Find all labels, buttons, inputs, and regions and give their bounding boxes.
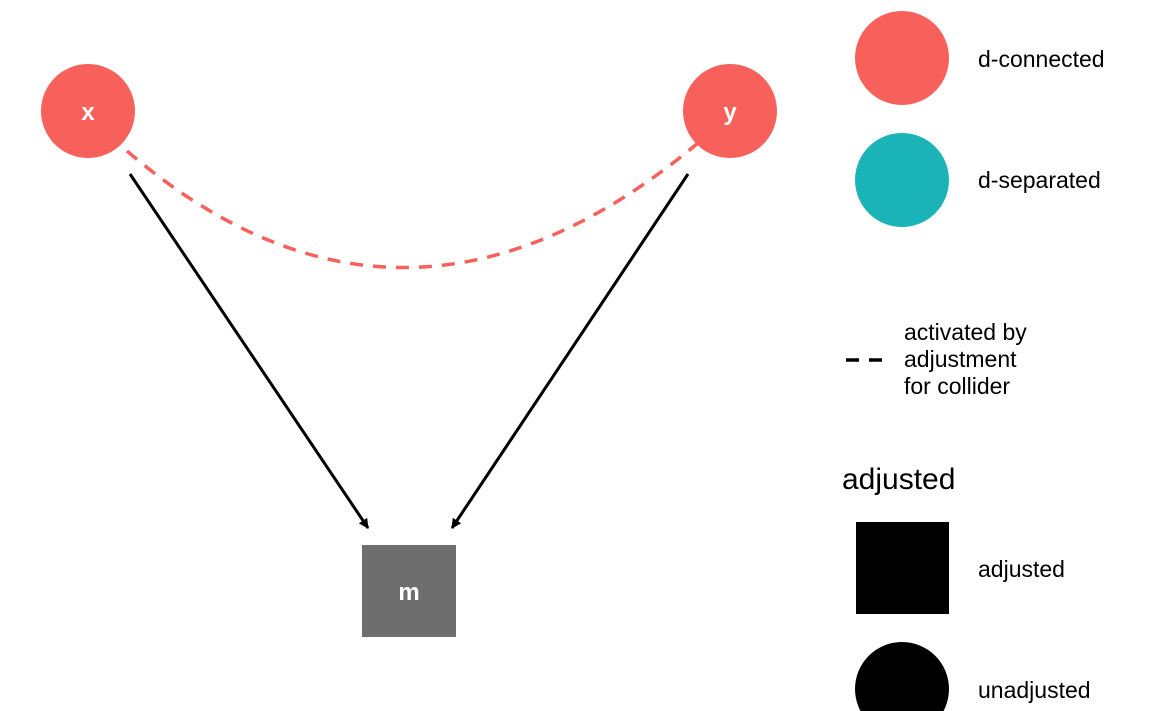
activated-path-x-y — [125, 141, 700, 270]
legend-label-adjusted: adjusted — [978, 556, 1065, 582]
legend-item-adjusted: adjusted — [856, 522, 1065, 614]
legend-label-d-separated: d-separated — [978, 167, 1101, 193]
node-m-square — [362, 545, 456, 637]
node-y: y — [683, 64, 777, 158]
legend-label-unadjusted: unadjusted — [978, 677, 1091, 703]
legend-line-label-line-2: adjustment — [904, 346, 1017, 372]
node-x-circle — [41, 64, 135, 158]
square-key-icon — [856, 522, 949, 614]
legend-line-type: activated by adjustment for collider — [846, 319, 1033, 399]
d-separated-key-icon — [855, 133, 949, 227]
edge-x-to-m — [128, 173, 370, 529]
legend-line-label: activated by adjustment for collider — [904, 319, 1033, 399]
legend-adjusted: adjusted adjusted unadjusted — [842, 463, 1091, 711]
node-y-circle — [683, 64, 777, 158]
node-y-label: y — [723, 99, 737, 126]
node-m: m — [362, 545, 456, 637]
legend-item-unadjusted: unadjusted — [855, 642, 1091, 711]
legend-label-d-connected: d-connected — [978, 46, 1105, 72]
node-m-label: m — [398, 579, 419, 606]
legend-status: d-connected d-separated — [855, 11, 1105, 227]
legend-line-label-line-1: activated by — [904, 319, 1027, 345]
circle-key-icon — [855, 642, 949, 711]
legend-line-label-line-3: for collider — [904, 373, 1010, 399]
node-x: x — [41, 64, 135, 158]
legend-item-d-separated: d-separated — [855, 133, 1101, 227]
node-x-label: x — [81, 99, 95, 126]
d-connected-key-icon — [855, 11, 949, 105]
legend-title-adjusted: adjusted — [842, 463, 955, 496]
edge-y-to-m — [450, 173, 690, 529]
legend-item-d-connected: d-connected — [855, 11, 1105, 105]
